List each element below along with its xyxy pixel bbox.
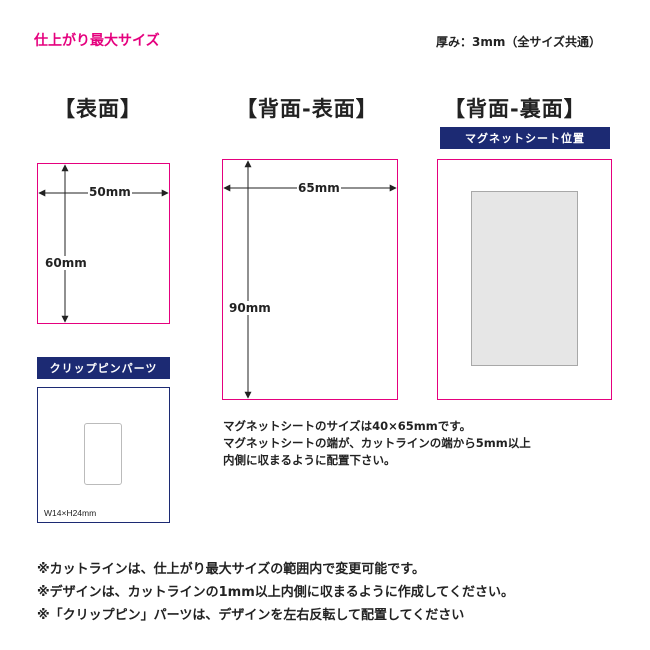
magnet-note-line: マグネットシートの端が、カットラインの端から5mm以上 xyxy=(223,436,531,450)
front-section-title: 【表面】 xyxy=(54,97,142,121)
front-width-label: 50mm xyxy=(88,185,132,199)
clip-pin-box: W14×H24mm xyxy=(37,387,170,523)
magnet-note-line: マグネットシートのサイズは40×65mmです。 xyxy=(223,419,472,433)
page-title: 仕上がり最大サイズ xyxy=(34,33,160,49)
clip-pin-bar: クリップピンパーツ xyxy=(37,357,170,379)
back-front-height-label: 90mm xyxy=(228,301,272,315)
magnet-note: マグネットシートのサイズは40×65mmです。 マグネットシートの端が、カットラ… xyxy=(223,418,531,469)
back-back-size-box xyxy=(437,159,612,400)
back-front-size-box xyxy=(222,159,398,400)
thickness-note: 厚み：3mm（全サイズ共通） xyxy=(436,35,601,49)
front-size-box xyxy=(37,163,170,324)
clip-size-label: W14×H24mm xyxy=(44,508,97,518)
clip-pin-shape xyxy=(84,423,122,485)
footer-note: ※カットラインは、仕上がり最大サイズの範囲内で変更可能です。 xyxy=(37,562,425,577)
magnet-note-line: 内側に収まるように配置下さい。 xyxy=(223,453,396,467)
back-back-section-title: 【背面-裏面】 xyxy=(444,97,586,121)
back-front-width-label: 65mm xyxy=(297,181,341,195)
back-front-section-title: 【背面-表面】 xyxy=(236,97,378,121)
magnet-position-bar: マグネットシート位置 xyxy=(440,127,610,149)
footer-notes: ※カットラインは、仕上がり最大サイズの範囲内で変更可能です。 ※デザインは、カッ… xyxy=(37,558,514,627)
footer-note: ※デザインは、カットラインの1mm以上内側に収まるように作成してください。 xyxy=(37,585,514,600)
magnet-sheet-area xyxy=(471,191,578,366)
front-height-label: 60mm xyxy=(44,256,88,270)
footer-note: ※「クリップピン」パーツは、デザインを左右反転して配置してください xyxy=(37,608,465,623)
